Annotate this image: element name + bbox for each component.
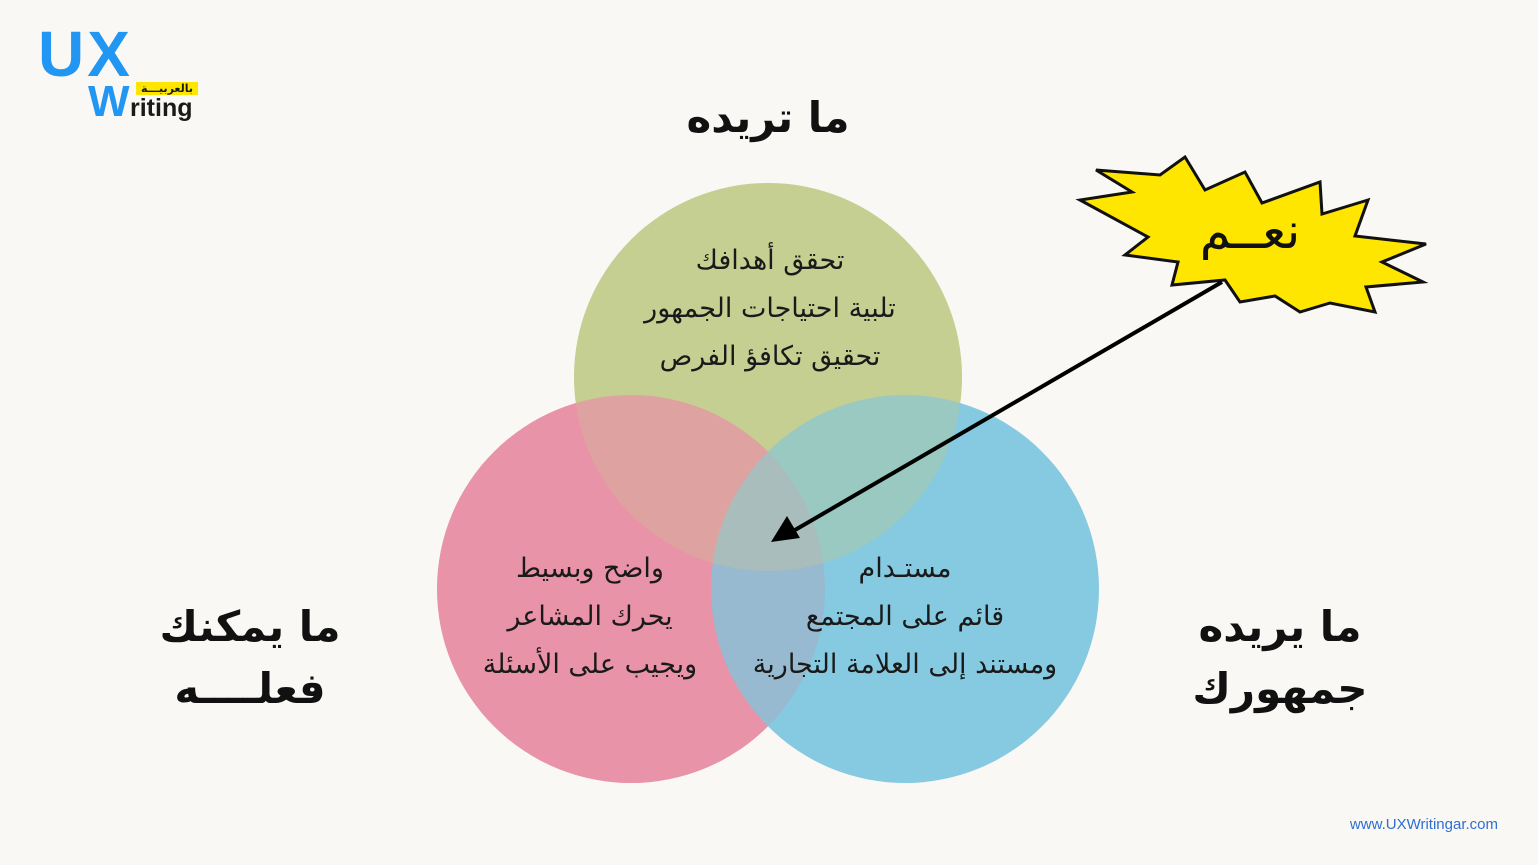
left-circle-line-1: واضح وبسيط <box>516 553 664 584</box>
top-circle-line-2: تلبية احتياجات الجمهور <box>644 293 896 324</box>
arrow-head <box>771 516 800 542</box>
logo-arabic-badge: بالعربيـــة <box>136 82 199 95</box>
title-left-line-2: فعلــــه <box>174 664 326 713</box>
logo-w-letter: W <box>88 77 130 126</box>
left-circle-text: واضح وبسيط يحرك المشاعر ويجيب على الأسئل… <box>440 545 740 689</box>
circle-right <box>711 395 1099 783</box>
top-circle-line-1: تحقق أهدافك <box>695 245 845 276</box>
top-circle-line-3: تحقيق تكافؤ الفرص <box>659 341 881 372</box>
circle-top-overlay <box>574 183 962 571</box>
circle-left <box>437 395 825 783</box>
left-circle-line-3: ويجيب على الأسئلة <box>482 649 698 680</box>
right-circle-text: مستـدام قائم على المجتمع ومستند إلى العل… <box>730 545 1080 689</box>
title-right-line-2: جمهورك <box>1192 664 1368 713</box>
starburst-label: نعــم <box>1199 202 1301 260</box>
right-circle-line-1: مستـدام <box>858 553 952 584</box>
title-left-line-1: ما يمكنك <box>159 602 341 651</box>
arrow-line <box>793 280 1224 532</box>
logo-riting-text: riting <box>130 94 193 122</box>
circle-left-overlay <box>437 395 825 783</box>
right-circle-line-3: ومستند إلى العلامة التجارية <box>752 649 1058 680</box>
starburst-shape <box>1075 154 1429 314</box>
title-right-line-1: ما يريده <box>1198 602 1362 651</box>
website-link[interactable]: www.UXWritingar.com <box>1349 816 1498 833</box>
title-what-audience-wants: ما يريده جمهورك <box>1160 596 1400 720</box>
right-circle-line-2: قائم على المجتمع <box>805 601 1005 632</box>
logo-ux-text: UX <box>38 18 133 90</box>
top-circle-text: تحقق أهدافك تلبية احتياجات الجمهور تحقيق… <box>600 237 940 381</box>
uxwriting-logo: UX بالعربيـــة W riting <box>38 22 208 127</box>
title-what-you-want: ما تريده <box>686 93 850 142</box>
left-circle-line-2: يحرك المشاعر <box>507 601 673 632</box>
title-what-you-can-do: ما يمكنك فعلــــه <box>120 596 380 720</box>
